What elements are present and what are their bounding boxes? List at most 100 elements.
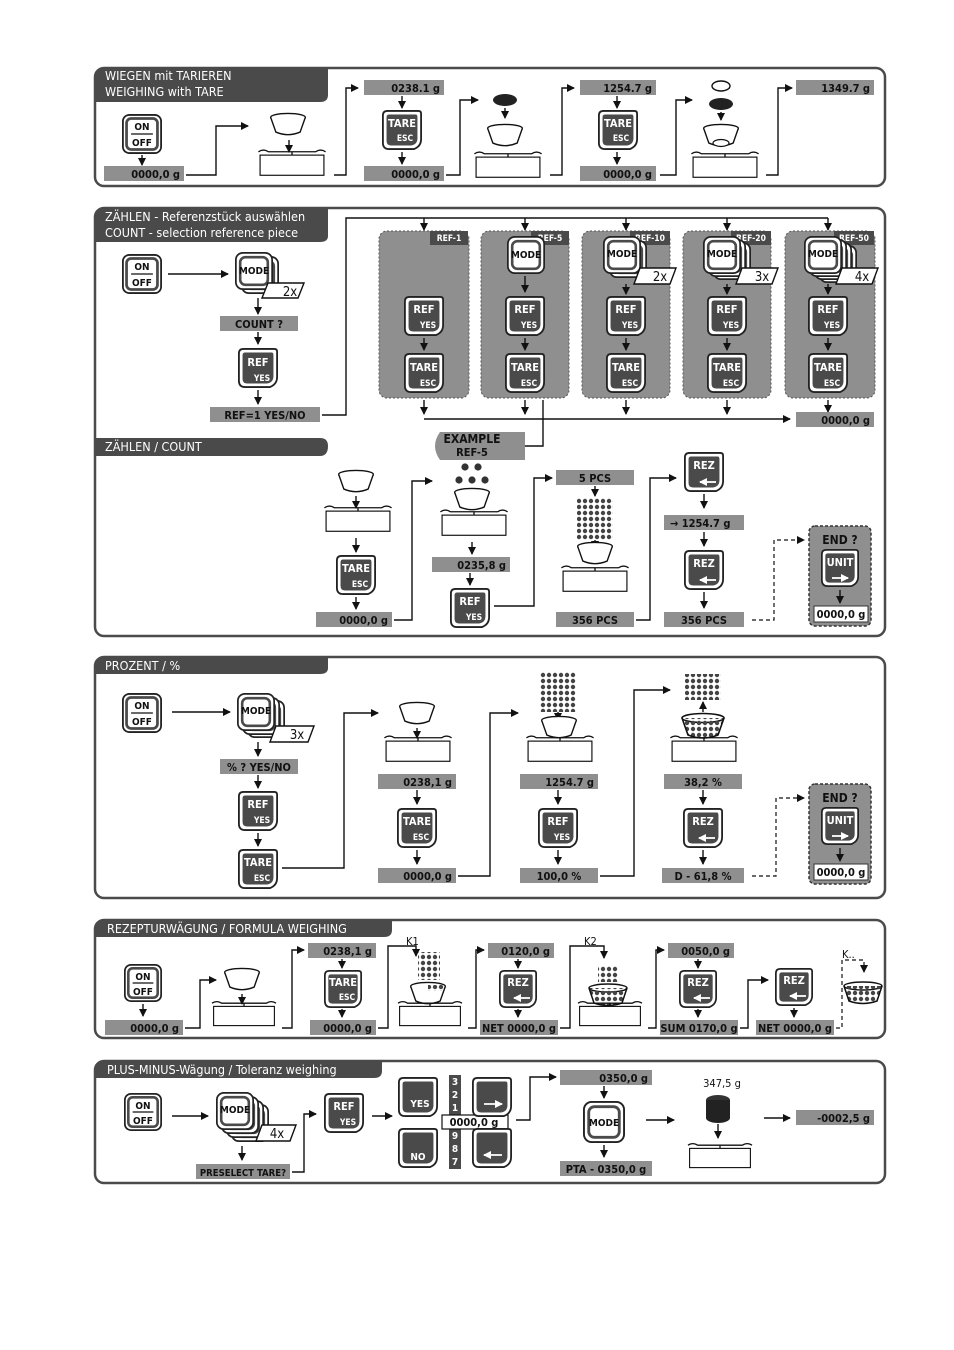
display-value: 0120,0 g: [501, 945, 550, 958]
on-off-key[interactable]: ON OFF: [123, 963, 163, 1003]
ref-yes-key[interactable]: REF YES: [449, 587, 491, 629]
ref-badge: REF-50: [839, 234, 869, 244]
rez-key[interactable]: REZ: [498, 969, 538, 1009]
scale-icon: [397, 1000, 463, 1027]
on-label: ON: [134, 701, 149, 712]
display: [796, 1110, 874, 1125]
display: [520, 774, 598, 789]
tare-key[interactable]: TARE ESC: [396, 807, 438, 849]
display: [560, 1070, 652, 1085]
on-off-key[interactable]: ON OFF: [123, 1092, 163, 1132]
on-off-key[interactable]: ON OFF: [121, 113, 163, 155]
scale-icon: [211, 1000, 277, 1027]
section-title: ZÄHLEN / COUNT: [105, 439, 202, 454]
on-label: ON: [134, 122, 149, 133]
display-value: 0000,0 g: [403, 870, 452, 883]
bowl-icon: [337, 469, 375, 493]
ref-yes-key[interactable]: REF YES: [323, 1092, 365, 1134]
end-question: END ?: [822, 791, 857, 805]
display-value: 0000,0 g: [821, 414, 870, 427]
unit-key[interactable]: UNIT: [820, 548, 860, 588]
display: [378, 774, 456, 789]
display: [220, 316, 298, 331]
unit-key[interactable]: UNIT: [820, 806, 860, 846]
weight-icon: [709, 98, 733, 110]
mode-key[interactable]: MODE: [506, 235, 546, 275]
weight-icon: [706, 1095, 730, 1123]
tare-key[interactable]: TARE ESC: [605, 352, 647, 394]
mode-key[interactable]: MODE: [582, 1100, 626, 1144]
ref-yes-key[interactable]: REF YES: [706, 295, 748, 337]
esc-label: ESC: [352, 580, 369, 590]
mode-key[interactable]: MODE: [803, 235, 858, 284]
display: [756, 1020, 834, 1035]
mode-key[interactable]: MODE: [236, 692, 286, 739]
scale-icon: [525, 735, 595, 763]
rez-key[interactable]: REZ: [682, 807, 724, 849]
on-off-key[interactable]: ON OFF: [121, 253, 163, 295]
rez-key[interactable]: REZ: [683, 549, 725, 591]
digit: 3: [452, 1077, 458, 1088]
display-value: 0350,0 g: [599, 1072, 648, 1085]
ref-badge: REF-1: [437, 234, 462, 244]
example-line1: EXAMPLE: [444, 432, 501, 446]
end-question: END ?: [822, 533, 857, 547]
component-k2: K2: [584, 935, 597, 948]
display: [560, 1161, 652, 1176]
tare-key[interactable]: TARE ESC: [381, 109, 423, 151]
ref-panel-50: REF-50 MODE 4x REF YES TARE ESC: [784, 230, 880, 399]
ref-yes-key[interactable]: REF YES: [237, 347, 279, 389]
section-header: [95, 1061, 382, 1078]
digit: 7: [452, 1157, 458, 1168]
mode-key[interactable]: MODE: [215, 1091, 270, 1143]
ref-yes-key[interactable]: REF YES: [537, 807, 579, 849]
tare-key[interactable]: TARE ESC: [237, 848, 279, 890]
on-off-key[interactable]: ON OFF: [121, 692, 163, 734]
tare-key[interactable]: TARE ESC: [403, 352, 445, 394]
ref-yes-key[interactable]: REF YES: [504, 295, 546, 337]
mode-key[interactable]: MODE: [602, 235, 648, 279]
display-value: -0002,5 g: [817, 1112, 870, 1125]
rez-key[interactable]: REZ: [678, 969, 718, 1009]
ref-label: REF: [817, 303, 838, 316]
left-arrow-key[interactable]: [471, 1127, 513, 1169]
mode-key[interactable]: MODE: [234, 251, 280, 295]
section-frame: [93, 655, 887, 900]
esc-label: ESC: [420, 379, 437, 389]
mode-key[interactable]: MODE: [702, 235, 752, 281]
tare-key[interactable]: TARE ESC: [323, 969, 363, 1009]
rez-key[interactable]: REZ: [683, 451, 725, 493]
tare-key[interactable]: TARE ESC: [706, 352, 748, 394]
tare-key[interactable]: TARE ESC: [335, 554, 377, 596]
ref-panel-20: REF-20 MODE 3x REF YES TARE ESC: [682, 230, 780, 399]
ref-yes-key[interactable]: REF YES: [807, 295, 849, 337]
section-formula: REZEPTURWÄGUNG / FORMULA WEIGHING ON OFF…: [93, 918, 887, 1040]
mode-label: MODE: [607, 249, 637, 260]
tare-key[interactable]: TARE ESC: [504, 352, 546, 394]
right-arrow-key[interactable]: [471, 1076, 513, 1118]
rez-key[interactable]: REZ: [774, 967, 814, 1007]
display-value: 0238,1 g: [323, 945, 372, 958]
ref-yes-key[interactable]: REF YES: [605, 295, 647, 337]
scale-icon: [323, 505, 393, 533]
section-frame: [93, 206, 887, 638]
ref-badge: REF-5: [538, 234, 563, 244]
esc-label: ESC: [254, 874, 271, 884]
no-down-key[interactable]: NO: [397, 1127, 439, 1169]
yes-up-key[interactable]: YES: [397, 1076, 439, 1118]
section-title-en: WEIGHING with TARE: [105, 84, 224, 99]
tare-label: TARE: [403, 815, 431, 828]
tare-label: TARE: [511, 361, 539, 374]
display-value: COUNT ?: [235, 318, 283, 331]
yes-label: YES: [253, 374, 270, 384]
ref-yes-key[interactable]: REF YES: [403, 295, 445, 337]
bowl-icon: [398, 701, 436, 725]
ref-yes-key[interactable]: REF YES: [237, 790, 279, 832]
display: [556, 470, 634, 485]
tare-key[interactable]: TARE ESC: [807, 352, 849, 394]
esc-label: ESC: [413, 833, 430, 843]
display: [668, 943, 734, 958]
section-header: [95, 920, 392, 937]
display: [364, 166, 444, 181]
tare-key[interactable]: TARE ESC: [597, 109, 639, 151]
